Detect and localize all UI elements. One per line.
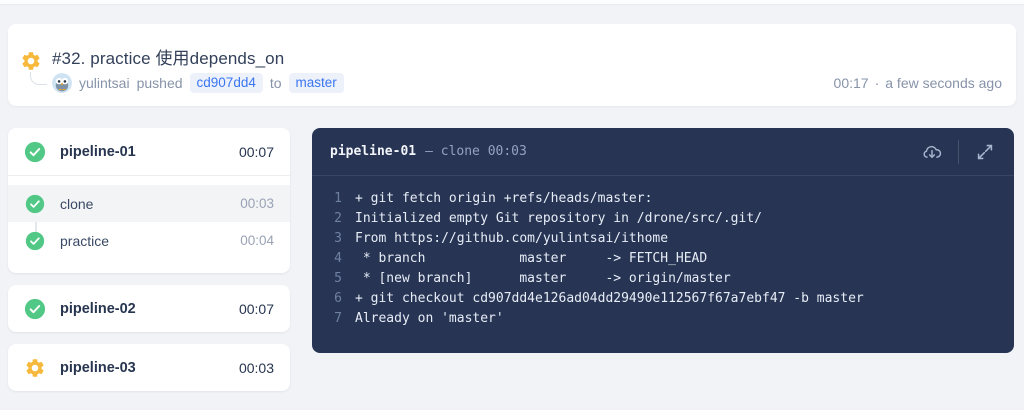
log-line-number: 2: [334, 211, 342, 226]
console-log-body: 1+ git fetch origin +refs/heads/master: …: [312, 176, 1014, 342]
log-line-number: 1: [334, 191, 342, 206]
pipeline-card-02: pipeline-02 00:07: [8, 285, 290, 332]
action-word: pushed: [136, 75, 183, 91]
success-check-icon: [24, 298, 46, 320]
success-check-icon: [24, 141, 46, 163]
log-line: 6 + git checkout cd907dd4e126ad04dd29490e…: [330, 289, 996, 309]
build-meta: 00:17 · a few seconds ago: [834, 75, 1002, 91]
success-check-icon: [25, 194, 45, 214]
pipelines-sidebar: pipeline-01 00:07 clone 00:03 practice: [8, 128, 290, 403]
commit-info-row: yulintsai pushed cd907dd4 to master: [52, 71, 344, 95]
log-line: 5 * [new branch] master -> origin/master: [330, 269, 996, 289]
log-line: 7 Already on 'master': [330, 309, 996, 329]
meta-separator: ·: [874, 75, 880, 91]
pipeline-02-header[interactable]: pipeline-02 00:07: [8, 285, 290, 332]
step-name: clone: [60, 195, 94, 212]
pipeline-time: 00:07: [238, 143, 274, 160]
log-line-number: 5: [334, 271, 342, 286]
pipeline-name: pipeline-03: [60, 359, 136, 376]
log-line: 1 + git fetch origin +refs/heads/master:: [330, 189, 996, 209]
pipeline-card-01: pipeline-01 00:07 clone 00:03 practice: [8, 128, 290, 273]
log-line-text: + git checkout cd907dd4e126ad04dd29490e1…: [355, 291, 864, 306]
step-name: practice: [60, 232, 110, 249]
log-line-number: 3: [334, 231, 342, 246]
running-gear-icon: [24, 357, 46, 379]
step-row-practice[interactable]: practice 00:04: [8, 222, 290, 259]
log-line-text: * [new branch] master -> origin/master: [355, 271, 731, 286]
pipeline-01-header[interactable]: pipeline-01 00:07: [8, 128, 290, 175]
console-actions: [921, 139, 996, 164]
build-time-ago: a few seconds ago: [885, 75, 1002, 91]
log-line-text: Already on 'master': [355, 311, 504, 326]
build-header-card: #32. practice 使用depends_on yulintsai pus…: [8, 24, 1016, 106]
pipeline-time: 00:07: [238, 300, 274, 317]
navbar-bottom-edge: [0, 0, 1024, 5]
log-line: 2 Initialized empty Git repository in /dr…: [330, 209, 996, 229]
log-line-number: 6: [334, 291, 342, 306]
log-console-panel: pipeline-01 — clone 00:03: [312, 128, 1014, 353]
expand-fullscreen-icon[interactable]: [974, 141, 996, 163]
log-line: 3 From https://github.com/yulintsai/ithom…: [330, 229, 996, 249]
pipeline-card-03: pipeline-03 00:03: [8, 344, 290, 391]
log-line-text: + git fetch origin +refs/heads/master:: [355, 191, 653, 206]
console-header: pipeline-01 — clone 00:03: [312, 128, 1014, 176]
branch-badge[interactable]: master: [288, 73, 344, 93]
step-time: 00:04: [240, 233, 274, 248]
pipeline-time: 00:03: [238, 359, 274, 376]
console-step-subtitle: — clone 00:03: [425, 144, 527, 159]
log-line: 4 * branch master -> FETCH_HEAD: [330, 249, 996, 269]
log-line-number: 4: [334, 251, 342, 266]
console-actions-divider: [958, 139, 959, 164]
pipeline-01-steps: clone 00:03 practice 00:04: [8, 175, 290, 273]
download-log-icon[interactable]: [921, 141, 943, 163]
log-line-text: * branch master -> FETCH_HEAD: [355, 251, 708, 266]
to-word: to: [269, 75, 282, 91]
log-line-text: Initialized empty Git repository in /dro…: [355, 211, 762, 226]
pipeline-name: pipeline-01: [60, 143, 136, 160]
author-name: yulintsai: [79, 75, 130, 91]
log-line-text: From https://github.com/yulintsai/ithome: [355, 231, 669, 246]
build-status-running-icon: [20, 50, 42, 72]
step-time: 00:03: [240, 196, 274, 211]
step-connector-line: [35, 204, 37, 241]
commit-connector-line: [30, 72, 47, 85]
pipeline-03-header[interactable]: pipeline-03 00:03: [8, 344, 290, 391]
log-line-number: 7: [334, 311, 342, 326]
success-check-icon: [25, 231, 45, 251]
step-row-clone[interactable]: clone 00:03: [8, 185, 290, 222]
commit-sha-badge[interactable]: cd907dd4: [189, 73, 263, 93]
pipeline-name: pipeline-02: [60, 300, 136, 317]
build-duration: 00:17: [833, 75, 869, 91]
build-title: #32. practice 使用depends_on: [52, 49, 285, 68]
author-avatar: [52, 73, 72, 93]
console-pipeline-title: pipeline-01: [330, 144, 417, 159]
